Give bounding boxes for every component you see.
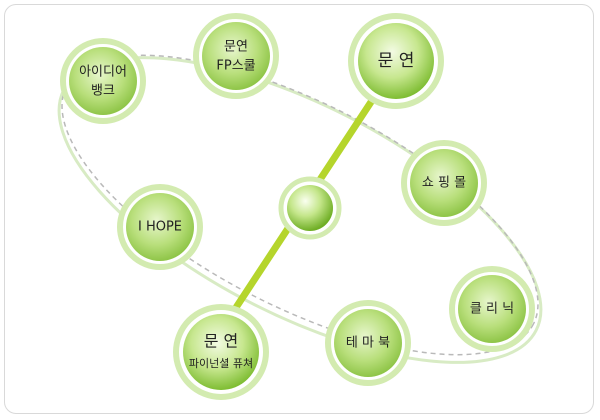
shopping-mall-label: 쇼 핑 몰	[422, 176, 466, 191]
clinic-label: 클 리 닉	[470, 302, 514, 317]
fp-school-label-2: FP스쿨	[216, 59, 255, 74]
idea-bank-label-1: 아이디어	[79, 65, 127, 80]
dashed-ring	[61, 54, 539, 356]
node-idea-bank[interactable]: 아이디어 뱅크	[60, 38, 146, 124]
munyeon-bottom-label-2: 파이넌셜 퓨쳐	[189, 357, 253, 370]
node-munyeon-bottom[interactable]: 문 연 파이넌셜 퓨쳐	[173, 304, 269, 400]
i-hope-label: I HOPE	[138, 220, 182, 235]
munyeon-top-label: 문 연	[378, 51, 415, 71]
node-fp-school[interactable]: 문연 FP스쿨	[193, 13, 279, 99]
node-clinic[interactable]: 클 리 닉	[449, 266, 535, 352]
fp-school-label-1: 문연	[224, 40, 248, 55]
node-center[interactable]	[278, 176, 342, 240]
idea-bank-label-2: 뱅크	[91, 84, 115, 99]
node-shopping-mall[interactable]: 쇼 핑 몰	[401, 140, 487, 226]
theme-book-label: 테 마 북	[346, 336, 390, 351]
munyeon-bottom-label-1: 문 연	[204, 332, 239, 351]
node-i-hope[interactable]: I HOPE	[117, 184, 203, 270]
node-theme-book[interactable]: 테 마 북	[325, 300, 411, 386]
node-munyeon-top[interactable]: 문 연	[348, 13, 444, 109]
